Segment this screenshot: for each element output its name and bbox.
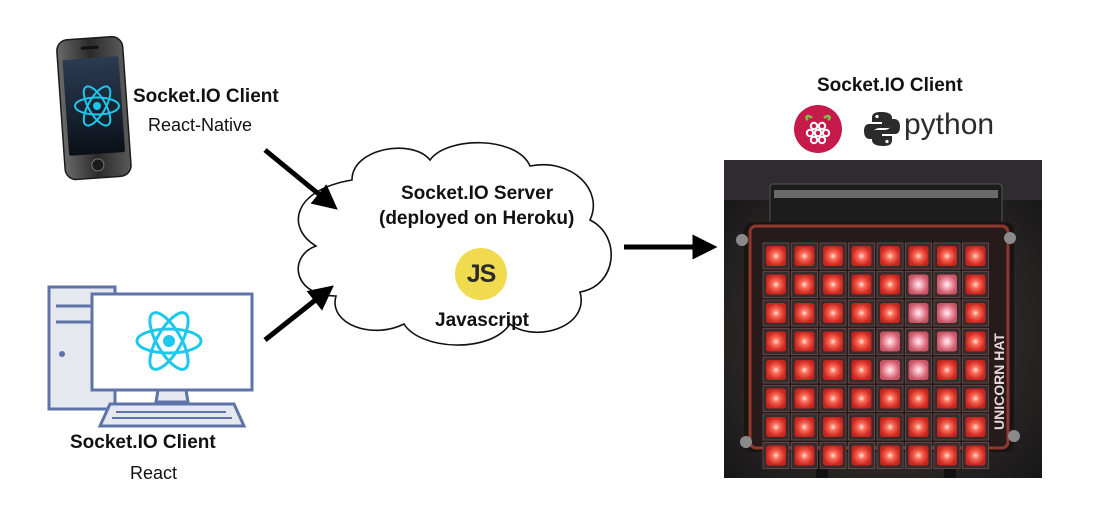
led-pixel — [908, 303, 929, 323]
led-pixel — [766, 445, 786, 466]
hat-side-label: UNICORN HAT — [991, 333, 1007, 430]
led-pixel — [908, 360, 929, 380]
led-pixel — [823, 445, 843, 466]
led-pixel — [937, 331, 957, 352]
led-pixel — [851, 388, 872, 409]
led-pixel — [937, 445, 957, 466]
led-pixel — [794, 388, 815, 409]
led-pixel — [794, 331, 815, 352]
server-title-line2: (deployed on Heroku) — [379, 208, 575, 229]
led-pixel — [794, 246, 815, 266]
led-pixel — [965, 303, 986, 323]
led-pixel — [851, 303, 872, 323]
led-pixel — [766, 303, 786, 323]
led-pixel — [908, 417, 929, 437]
led-pixel — [937, 274, 957, 295]
javascript-logo-icon: JS — [455, 248, 507, 300]
led-pixel — [880, 274, 900, 295]
led-pixel — [965, 246, 986, 266]
unicorn-hat-device: UNICORN HAT — [724, 160, 1042, 478]
led-pixel — [851, 417, 872, 437]
phone-client-subtitle: React-Native — [148, 115, 253, 135]
led-pixel — [766, 246, 786, 266]
led-pixel — [937, 303, 957, 323]
led-pixel — [880, 360, 900, 380]
led-pixel — [766, 388, 786, 409]
unicorn-hat-photo: UNICORN HAT — [724, 160, 1042, 478]
led-pixel — [937, 360, 957, 380]
led-pixel — [908, 331, 929, 352]
led-pixel — [766, 274, 786, 295]
led-pixel — [965, 388, 986, 409]
led-pixel — [851, 360, 872, 380]
led-pixel — [965, 331, 986, 352]
led-pixel — [965, 445, 986, 466]
led-pixel — [880, 246, 900, 266]
led-pixel — [937, 388, 957, 409]
led-matrix — [762, 242, 989, 469]
led-pixel — [908, 445, 929, 466]
led-pixel — [823, 360, 843, 380]
led-pixel — [794, 445, 815, 466]
led-pixel — [851, 445, 872, 466]
led-pixel — [823, 303, 843, 323]
pi-client-title: Socket.IO Client — [817, 75, 963, 96]
led-pixel — [766, 360, 786, 380]
led-pixel — [937, 417, 957, 437]
led-pixel — [937, 246, 957, 266]
led-pixel — [908, 388, 929, 409]
led-pixel — [908, 246, 929, 266]
desktop-client-subtitle: React — [130, 463, 178, 483]
led-pixel — [880, 388, 900, 409]
raspberry-pi-logo-icon — [794, 105, 842, 153]
react-logo-icon — [74, 85, 120, 127]
led-pixel — [880, 445, 900, 466]
led-pixel — [851, 246, 872, 266]
arrow-desktop-to-server — [263, 285, 334, 342]
led-pixel — [965, 417, 986, 437]
led-pixel — [908, 274, 929, 295]
led-pixel — [794, 303, 815, 323]
led-pixel — [766, 331, 786, 352]
server-language: Javascript — [435, 310, 530, 331]
led-pixel — [794, 274, 815, 295]
led-pixel — [794, 360, 815, 380]
led-pixel — [965, 360, 986, 380]
led-pixel — [965, 274, 986, 295]
phone-client-title: Socket.IO Client — [133, 86, 279, 107]
arrow-phone-to-server — [263, 148, 338, 210]
led-pixel — [880, 331, 900, 352]
desktop-computer-illustration — [47, 285, 254, 428]
python-wordmark: python — [904, 108, 995, 141]
led-pixel — [851, 274, 872, 295]
led-pixel — [823, 246, 843, 266]
led-pixel — [766, 417, 786, 437]
led-pixel — [851, 331, 872, 352]
js-badge-text: JS — [466, 260, 497, 288]
cloud-shape — [297, 141, 612, 346]
react-logo-icon — [135, 311, 203, 371]
led-pixel — [794, 417, 815, 437]
led-pixel — [880, 303, 900, 323]
python-logo-icon — [864, 112, 900, 146]
led-pixel — [823, 388, 843, 409]
led-pixel — [823, 331, 843, 352]
led-pixel — [880, 417, 900, 437]
server-title-line1: Socket.IO Server — [401, 183, 554, 204]
desktop-client-title: Socket.IO Client — [70, 432, 216, 453]
led-pixel — [823, 417, 843, 437]
led-pixel — [823, 274, 843, 295]
